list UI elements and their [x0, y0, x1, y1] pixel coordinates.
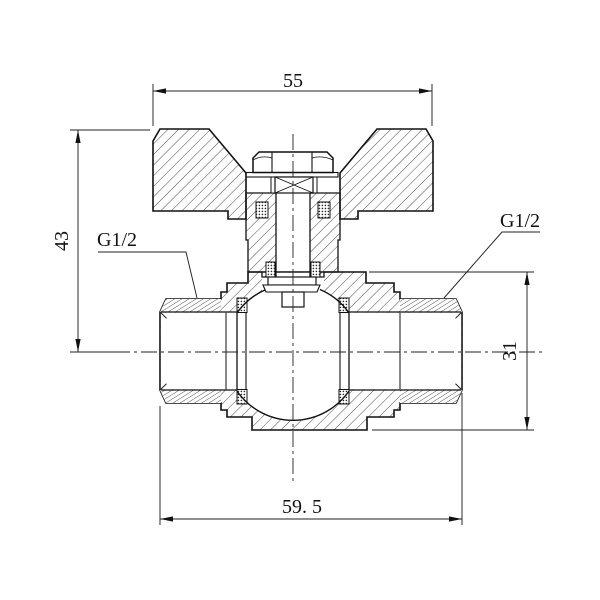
- dimension-55-text: 55: [283, 70, 303, 92]
- stem-square-drive: [270, 176, 318, 194]
- hex-nut-chamfer: [252, 156, 334, 161]
- dimension-31-text: 31: [499, 341, 521, 361]
- valve-body: [159, 271, 463, 431]
- ball: [236, 288, 350, 421]
- bonnet-left-wall: [245, 192, 277, 278]
- thread-label-right: G1/2: [443, 210, 540, 299]
- dimension-59-5: 59. 5: [159, 393, 463, 525]
- bore-steps: [225, 312, 401, 390]
- dimension-31-lines: [369, 271, 534, 431]
- arrow-top: [75, 130, 81, 143]
- arrow-bottom: [524, 417, 530, 430]
- ball-port-edges: [245, 312, 341, 390]
- arrow-bottom: [75, 339, 81, 352]
- chamber-walls: [236, 312, 350, 390]
- arrow-left: [153, 88, 166, 94]
- arrow-top: [524, 272, 530, 285]
- arrow-right: [419, 88, 432, 94]
- bore-lines: [160, 311, 462, 391]
- gland-flange: [267, 276, 317, 286]
- dimension-43: 43: [51, 129, 150, 353]
- bonnet-right-wall: [309, 192, 341, 278]
- dimension-43-text: 43: [51, 231, 73, 251]
- dimension-43-lines: [70, 129, 150, 353]
- arrow-right: [449, 516, 462, 522]
- handle-left-wing: [152, 128, 247, 220]
- thread-label-right-leader: [443, 231, 540, 299]
- stem-packing: [255, 201, 331, 278]
- thread-label-left: G1/2: [97, 229, 198, 299]
- centerlines: [114, 134, 545, 484]
- thread-label-left-text: G1/2: [97, 229, 137, 251]
- dimension-31: 31: [369, 271, 534, 431]
- thread-label-right-text: G1/2: [500, 210, 540, 232]
- handle-right-wing: [339, 128, 434, 220]
- dimension-55: 55: [152, 70, 433, 126]
- bore-chamfers: [160, 312, 462, 390]
- arrow-left: [160, 516, 173, 522]
- butterfly-handle: [152, 128, 434, 220]
- stem-disc: [262, 284, 321, 293]
- hex-nut-facets: [271, 152, 313, 173]
- thread-label-left-leader: [98, 251, 198, 299]
- dimension-59-5-lines: [159, 393, 463, 525]
- dimension-59-5-text: 59. 5: [282, 496, 322, 518]
